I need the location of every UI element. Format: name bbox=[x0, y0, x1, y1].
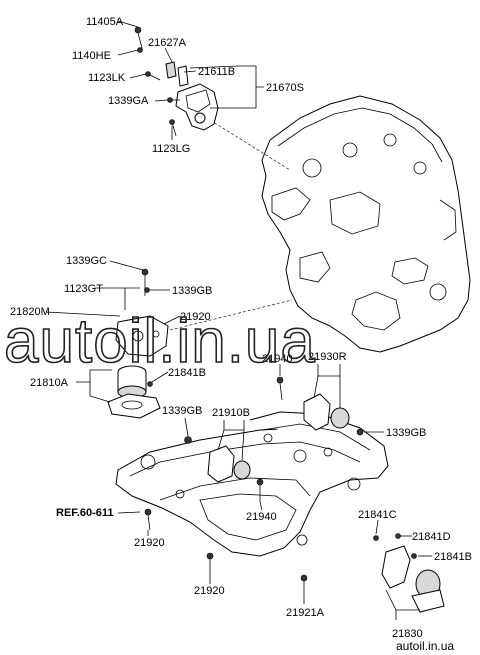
leader-lines bbox=[45, 20, 432, 620]
label-21910B: 21910B bbox=[212, 407, 250, 419]
subframe bbox=[115, 411, 389, 557]
label-21830: 21830 bbox=[392, 628, 423, 640]
label-21841B-right: 21841B bbox=[434, 551, 472, 563]
mount-21910B bbox=[184, 436, 264, 502]
part-labels: 11405A 1140HE 21627A 1123LK 21611B 21670… bbox=[10, 16, 472, 640]
watermark-large: autoil.in.ua bbox=[4, 307, 316, 376]
label-21810A: 21810A bbox=[30, 377, 69, 389]
label-1339GB-top: 1339GB bbox=[172, 285, 212, 297]
bolts bbox=[144, 508, 308, 596]
label-1140HE: 1140HE bbox=[72, 50, 111, 62]
label-11405A: 11405A bbox=[86, 16, 124, 28]
label-21940-mid: 21940 bbox=[246, 511, 277, 523]
left-mount-assembly bbox=[107, 268, 169, 419]
label-21841D: 21841D bbox=[412, 531, 451, 543]
label-21670S: 21670S bbox=[266, 82, 304, 94]
mount-21930R bbox=[276, 376, 364, 436]
label-21841B-left: 21841B bbox=[168, 367, 206, 379]
label-1123LK: 1123LK bbox=[88, 72, 126, 84]
label-21627A: 21627A bbox=[148, 37, 187, 49]
label-21920-bot: 21920 bbox=[194, 585, 225, 597]
label-1339GB-right: 1339GB bbox=[386, 427, 426, 439]
ref-label: REF.60-611 bbox=[56, 507, 113, 519]
label-21820M: 21820M bbox=[10, 306, 50, 318]
label-21841C: 21841C bbox=[358, 509, 397, 521]
label-21920-mid: 21920 bbox=[134, 537, 165, 549]
watermark-small: autoil.in.ua bbox=[396, 639, 454, 653]
label-1339GA: 1339GA bbox=[108, 95, 149, 107]
label-1339GB-mid: 1339GB bbox=[162, 405, 202, 417]
label-1123LG: 1123LG bbox=[152, 143, 190, 155]
label-1123GT: 1123GT bbox=[64, 283, 103, 295]
engine-block bbox=[261, 95, 471, 353]
label-21920-top: 21920 bbox=[180, 311, 211, 323]
label-21940-top: 21940 bbox=[262, 353, 293, 365]
label-21921A: 21921A bbox=[286, 607, 325, 619]
rear-mount-21830 bbox=[373, 533, 445, 613]
upper-engine-mount bbox=[134, 26, 219, 137]
label-21611B: 21611B bbox=[198, 66, 235, 78]
label-21930R: 21930R bbox=[308, 351, 347, 363]
label-1339GC: 1339GC bbox=[66, 255, 107, 267]
